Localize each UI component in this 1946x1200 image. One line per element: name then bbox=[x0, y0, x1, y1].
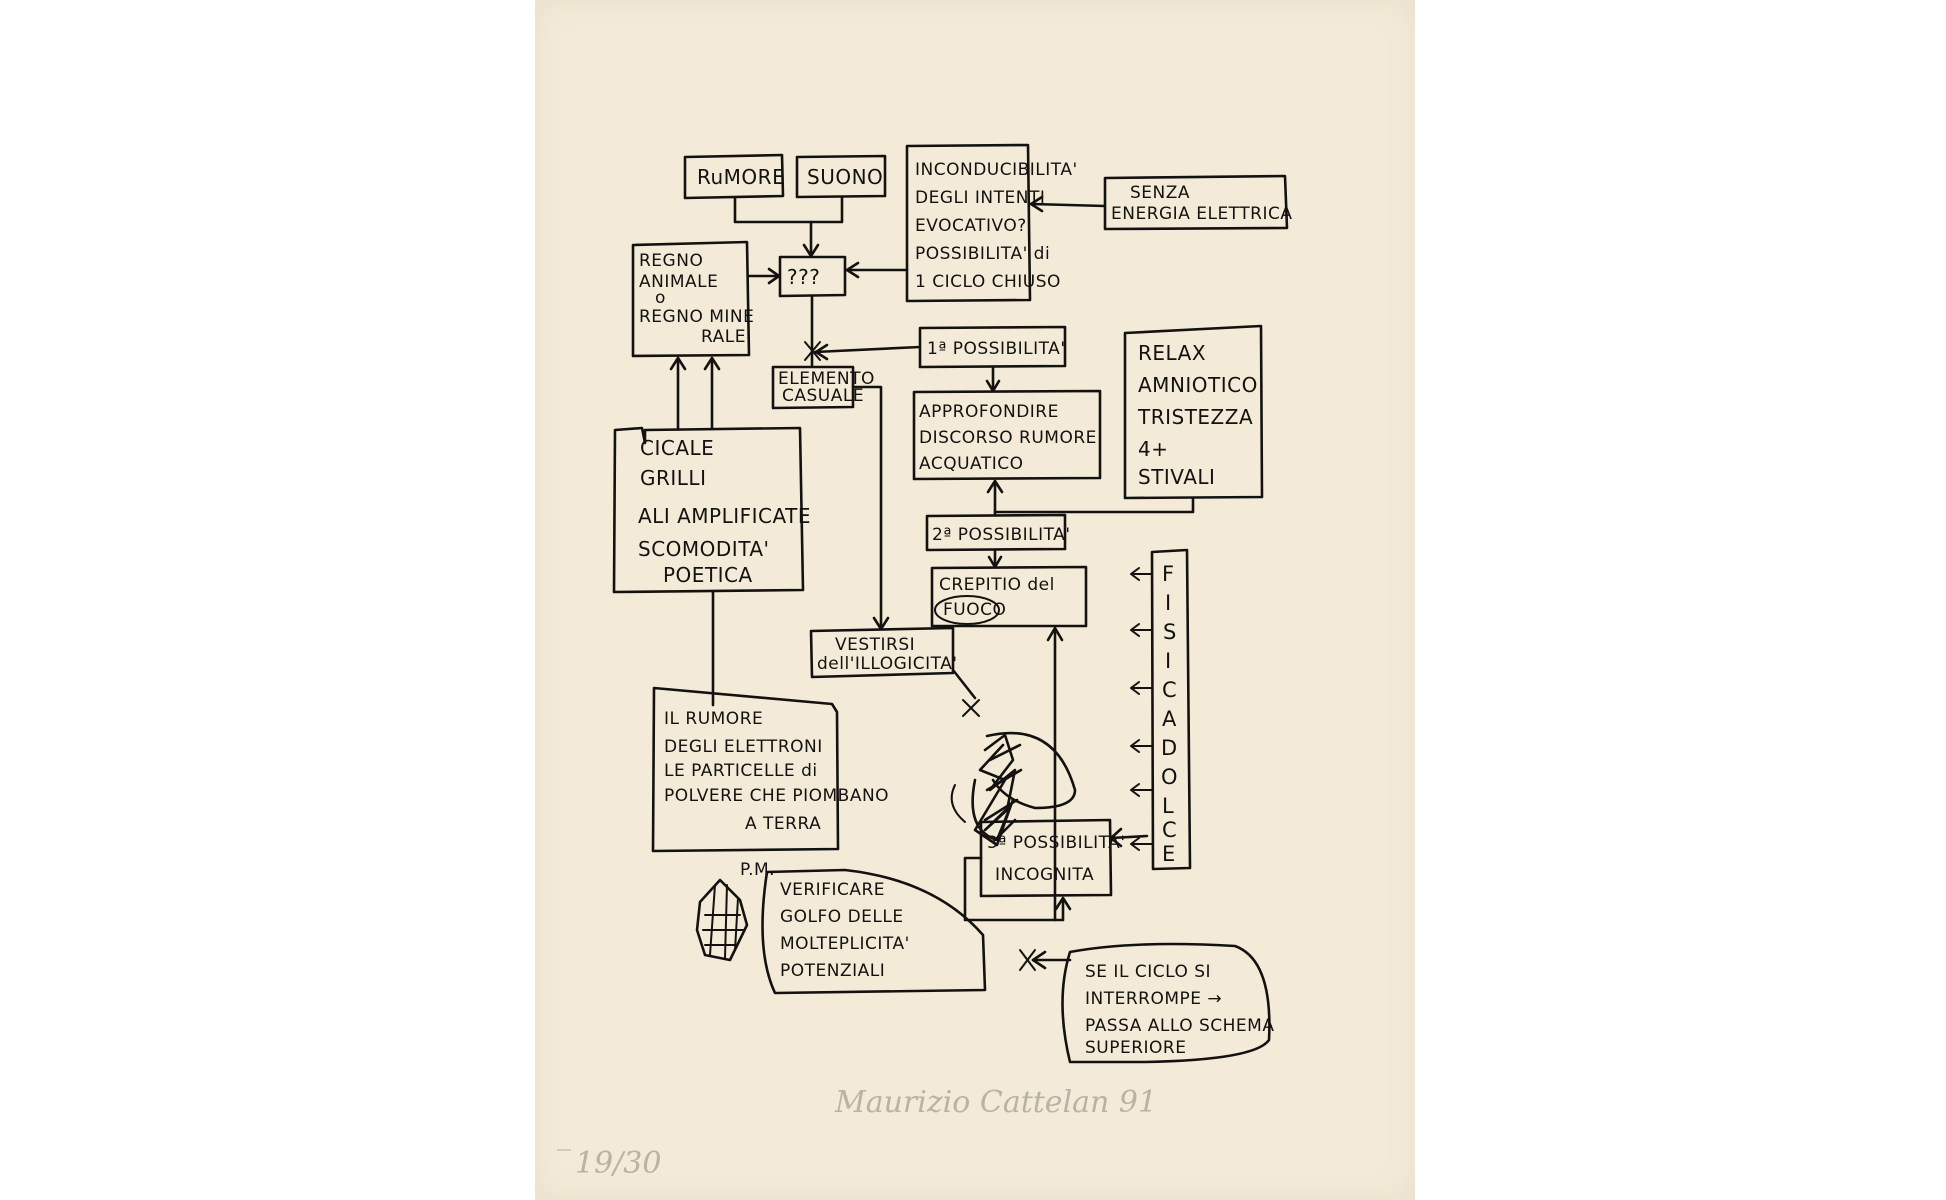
paper-sheet: RuMORE SUONO INCONDUCIBILITA' DEGLI INTE… bbox=[535, 0, 1415, 1200]
fisica-letter-1: F bbox=[1162, 562, 1174, 586]
fisica-letter-8: O bbox=[1161, 765, 1178, 789]
fisica-letter-9: L bbox=[1162, 794, 1174, 818]
vestirsi-line-2: dell'ILLOGICITA' bbox=[817, 654, 958, 674]
terza-possibilita-line-2: INCOGNITA bbox=[995, 865, 1094, 885]
rumore-box: RuMORE bbox=[683, 153, 785, 200]
prima-possibilita-label: 1ª POSSIBILITA' bbox=[927, 339, 1066, 359]
approfondire-line-3: ACQUATICO bbox=[919, 454, 1023, 474]
verificare-line-3: MOLTEPLICITA' bbox=[780, 934, 910, 954]
relax-line-5: STIVALI bbox=[1138, 465, 1215, 489]
verificare-box: VERIFICARE GOLFO DELLE MOLTEPLICITA' POT… bbox=[761, 868, 987, 995]
cicale-line-5: POETICA bbox=[663, 563, 753, 587]
scribble-drawing bbox=[950, 731, 1077, 847]
crepitio-box: CREPITIO del FUOCO bbox=[930, 565, 1088, 628]
elettroni-line-2: DEGLI ELETTRONI bbox=[664, 737, 823, 757]
relax-line-2: AMNIOTICO bbox=[1138, 373, 1258, 397]
approfondire-line-2: DISCORSO RUMORE bbox=[919, 428, 1097, 448]
inconducibilita-line-4: POSSIBILITA' di bbox=[915, 244, 1050, 264]
se-il-ciclo-line-1: SE IL CICLO SI bbox=[1085, 962, 1211, 982]
relax-line-1: RELAX bbox=[1138, 341, 1206, 365]
inconducibilita-line-5: 1 CICLO CHIUSO bbox=[915, 272, 1061, 292]
inconducibilita-line-1: INCONDUCIBILITA' bbox=[915, 160, 1078, 180]
rumore-elettroni-box: IL RUMORE DEGLI ELETTRONI LE PARTICELLE … bbox=[651, 686, 889, 853]
se-il-ciclo-line-2: INTERROMPE → bbox=[1085, 989, 1222, 1009]
fisica-dolce-column: F I S I C A D O L C E bbox=[1150, 548, 1192, 871]
fisica-letter-7: D bbox=[1161, 736, 1177, 760]
senza-energia-line-2: ENERGIA ELETTRICA bbox=[1111, 204, 1292, 224]
question-label: ??? bbox=[787, 265, 820, 289]
inconducibilita-line-3: EVOCATIVO? bbox=[915, 216, 1027, 236]
connectors bbox=[669, 195, 1195, 971]
cicale-line-2: GRILLI bbox=[640, 466, 706, 490]
senza-energia-box: SENZA ENERGIA ELETTRICA bbox=[1103, 174, 1292, 231]
elettroni-line-3: LE PARTICELLE di bbox=[664, 761, 818, 781]
elemento-line-1: ELEMENTO bbox=[778, 369, 875, 389]
seconda-possibilita-label: 2ª POSSIBILITA' bbox=[932, 525, 1071, 545]
regno-line-3: o bbox=[655, 288, 666, 308]
se-il-ciclo-line-3: PASSA ALLO SCHEMA bbox=[1085, 1016, 1274, 1036]
regno-box: REGNO ANIMALE o REGNO MINE RALE bbox=[631, 240, 754, 358]
prima-possibilita-box: 1ª POSSIBILITA' bbox=[918, 325, 1067, 369]
fisica-letter-10: C bbox=[1162, 818, 1177, 842]
regno-line-5: RALE bbox=[701, 327, 746, 347]
fisica-letter-2: I bbox=[1165, 591, 1171, 615]
regno-line-2: ANIMALE bbox=[639, 272, 718, 292]
cicale-line-3: ALI AMPLIFICATE bbox=[638, 504, 811, 528]
grid-doodle bbox=[695, 878, 749, 962]
verificare-line-1: VERIFICARE bbox=[780, 880, 885, 900]
verificare-line-4: POTENZIALI bbox=[780, 961, 885, 981]
relax-line-3: TRISTEZZA bbox=[1137, 405, 1253, 429]
cicale-line-4: SCOMODITA' bbox=[638, 537, 770, 561]
se-il-ciclo-box: SE IL CICLO SI INTERROMPE → PASSA ALLO S… bbox=[1061, 942, 1274, 1064]
approfondire-line-1: APPROFONDIRE bbox=[919, 402, 1059, 422]
inconducibilita-line-2: DEGLI INTENTI bbox=[915, 188, 1045, 208]
regno-line-4: REGNO MINE bbox=[639, 307, 754, 327]
pm-label-group: P.M. bbox=[740, 860, 775, 880]
inconducibilita-box: INCONDUCIBILITA' DEGLI INTENTI EVOCATIVO… bbox=[905, 143, 1078, 303]
se-il-ciclo-line-4: SUPERIORE bbox=[1085, 1038, 1187, 1058]
elettroni-line-1: IL RUMORE bbox=[664, 709, 763, 729]
fisica-letter-5: C bbox=[1162, 678, 1177, 702]
fisica-letter-11: E bbox=[1162, 842, 1175, 866]
question-box: ??? bbox=[778, 255, 847, 298]
crepitio-line-1: CREPITIO del bbox=[939, 575, 1055, 595]
approfondire-box: APPROFONDIRE DISCORSO RUMORE ACQUATICO bbox=[912, 389, 1102, 481]
suono-box: SUONO bbox=[795, 154, 887, 199]
seconda-possibilita-box: 2ª POSSIBILITA' bbox=[925, 513, 1071, 552]
fisica-letter-3: S bbox=[1163, 620, 1176, 644]
relax-line-4: 4+ bbox=[1138, 437, 1168, 461]
elettroni-line-4: POLVERE CHE PIOMBANO bbox=[664, 786, 889, 806]
vestirsi-box: VESTIRSI dell'ILLOGICITA' bbox=[809, 626, 958, 679]
edition-number: 19/30 bbox=[575, 1146, 661, 1181]
pm-label: P.M. bbox=[740, 860, 775, 880]
verificare-line-2: GOLFO DELLE bbox=[780, 907, 904, 927]
cicale-box: CICALE GRILLI ALI AMPLIFICATE SCOMODITA'… bbox=[612, 426, 811, 594]
cicale-line-1: CICALE bbox=[640, 436, 714, 460]
regno-line-1: REGNO bbox=[639, 251, 703, 271]
vestirsi-line-1: VESTIRSI bbox=[835, 635, 915, 655]
rumore-label: RuMORE bbox=[697, 165, 785, 189]
elemento-box: ELEMENTO CASUALE bbox=[771, 365, 875, 410]
fisica-letter-4: I bbox=[1165, 649, 1171, 673]
flow-diagram: RuMORE SUONO INCONDUCIBILITA' DEGLI INTE… bbox=[557, 143, 1292, 1181]
crepitio-line-2: FUOCO bbox=[943, 600, 1006, 620]
elemento-line-2: CASUALE bbox=[782, 386, 864, 406]
suono-label: SUONO bbox=[807, 165, 883, 189]
senza-energia-line-1: SENZA bbox=[1130, 183, 1190, 203]
elettroni-line-5: A TERRA bbox=[745, 814, 821, 834]
relax-box: RELAX AMNIOTICO TRISTEZZA 4+ STIVALI bbox=[1123, 324, 1264, 500]
fisica-letter-6: A bbox=[1162, 707, 1177, 731]
artist-signature: Maurizio Cattelan 91 bbox=[834, 1085, 1157, 1120]
